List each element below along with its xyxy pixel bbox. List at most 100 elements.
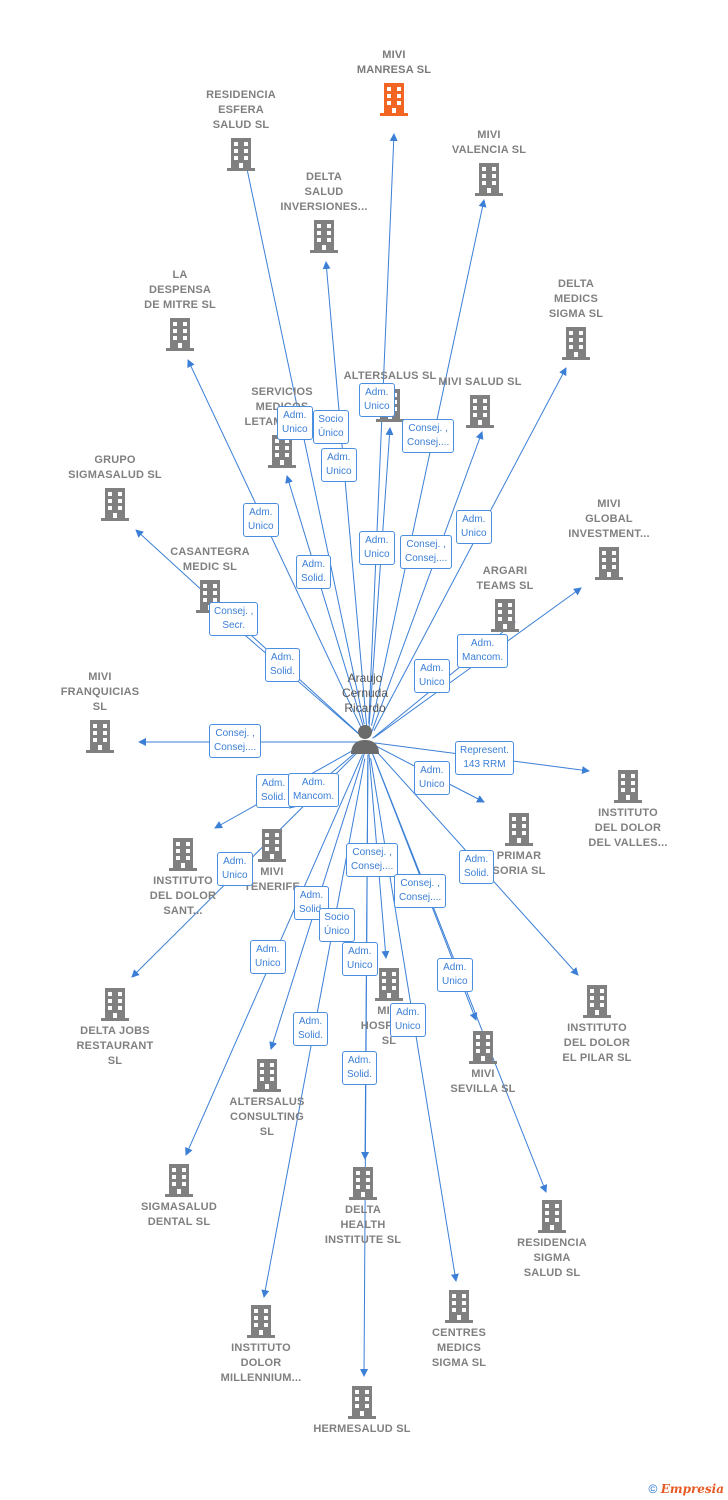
building-icon — [538, 1200, 566, 1233]
company-node-primar-soria[interactable]: PRIMAR SORIA SL — [454, 811, 584, 879]
company-node-instituto-pilar[interactable]: INSTITUTO DEL DOLOR EL PILAR SL — [532, 983, 662, 1066]
relation-label[interactable]: Consej. , Consej.... — [346, 843, 399, 877]
relation-label[interactable]: Adm. Solid. — [296, 555, 332, 589]
edge-line-3 — [370, 199, 487, 726]
edge-line-5 — [187, 359, 364, 731]
relation-label[interactable]: Socio Único — [313, 410, 349, 444]
building-icon — [562, 327, 590, 360]
company-label: INSTITUTO DEL DOLOR EL PILAR SL — [562, 1022, 632, 1064]
company-node-instituto-valles[interactable]: INSTITUTO DEL DOLOR DEL VALLES... — [563, 768, 693, 851]
edge-line-7 — [368, 427, 394, 733]
relation-label[interactable]: Adm. Solid. — [459, 850, 495, 884]
company-label: INSTITUTO DEL DOLOR SANT... — [149, 875, 217, 917]
company-node-mivi-franquicias[interactable]: MIVI FRANQUICIAS SL — [35, 670, 165, 754]
relation-label[interactable]: Adm. Mancom. — [288, 773, 340, 807]
company-label: RESIDENCIA ESFERA SALUD SL — [206, 89, 276, 131]
relation-label[interactable]: Adm. Solid. — [293, 1012, 329, 1046]
relation-label[interactable]: Represent. 143 RRM — [455, 741, 514, 775]
building-icon — [86, 720, 114, 753]
building-icon — [469, 1031, 497, 1064]
relation-label[interactable]: Adm. Unico — [277, 406, 313, 440]
company-label: MIVI VALENCIA SL — [451, 129, 527, 156]
company-label: PRIMAR SORIA SL — [492, 850, 546, 877]
company-label: LA DESPENSA DE MITRE SL — [144, 269, 216, 311]
company-node-delta-medics[interactable]: DELTA MEDICS SIGMA SL — [511, 277, 641, 361]
relation-label[interactable]: Socio Único — [319, 908, 355, 942]
edge-line-9 — [285, 475, 367, 735]
relation-label[interactable]: Consej. , Consej.... — [394, 874, 447, 908]
company-node-grupo-sigmasalud[interactable]: GRUPO SIGMASALUD SL — [50, 453, 180, 522]
company-label: MIVI FRANQUICIAS SL — [60, 671, 140, 713]
company-label: ALTERSALUS SL — [343, 370, 437, 382]
relation-label[interactable]: Adm. Unico — [217, 852, 253, 886]
footer-credit: © Empresia — [649, 1482, 724, 1496]
person-node-center[interactable]: Araujo Cernuda Ricardo — [315, 671, 415, 754]
building-icon — [475, 163, 503, 196]
company-node-mivi-manresa[interactable]: MIVI MANRESA SL — [329, 48, 459, 117]
relation-label[interactable]: Consej. , Consej.... — [402, 419, 455, 453]
company-node-residencia-sigma[interactable]: RESIDENCIA SIGMA SALUD SL — [487, 1198, 617, 1281]
person-label: Araujo Cernuda Ricardo — [341, 671, 389, 715]
relation-label[interactable]: Adm. Mancom. — [457, 634, 509, 668]
company-node-delta-salud[interactable]: DELTA SALUD INVERSIONES... — [259, 170, 389, 254]
building-icon — [583, 985, 611, 1018]
company-label: CENTRES MEDICS SIGMA SL — [431, 1327, 487, 1369]
relation-label[interactable]: Consej. , Consej.... — [209, 724, 262, 758]
building-icon — [614, 770, 642, 803]
company-node-mivi-valencia[interactable]: MIVI VALENCIA SL — [424, 128, 554, 197]
company-node-la-despensa[interactable]: LA DESPENSA DE MITRE SL — [115, 268, 245, 352]
company-node-hermesalud[interactable]: HERMESALUD SL — [297, 1384, 427, 1437]
company-label: SIGMASALUD DENTAL SL — [141, 1201, 217, 1228]
building-icon — [491, 599, 519, 632]
relation-label[interactable]: Adm. Unico — [437, 958, 473, 992]
company-label: INSTITUTO DOLOR MILLENNIUM... — [220, 1342, 302, 1384]
company-node-instituto-sant[interactable]: INSTITUTO DEL DOLOR SANT... — [118, 836, 248, 919]
company-node-residencia-esfera[interactable]: RESIDENCIA ESFERA SALUD SL — [176, 88, 306, 172]
company-label: DELTA JOBS RESTAURANT SL — [76, 1025, 154, 1067]
relation-label[interactable]: Adm. Unico — [359, 383, 395, 417]
company-node-altersalus-consulting[interactable]: ALTERSALUS CONSULTING SL — [202, 1057, 332, 1140]
company-node-delta-health[interactable]: DELTA HEALTH INSTITUTE SL — [298, 1165, 428, 1248]
company-label: ARGARI TEAMS SL — [476, 565, 534, 592]
building-icon — [253, 1059, 281, 1092]
person-icon — [351, 725, 379, 754]
building-icon — [380, 83, 408, 116]
relation-label[interactable]: Adm. Unico — [390, 1003, 426, 1037]
relation-label[interactable]: Adm. Unico — [243, 503, 279, 537]
company-node-argari-teams[interactable]: ARGARI TEAMS SL — [440, 564, 570, 633]
company-node-mivi-global[interactable]: MIVI GLOBAL INVESTMENT... — [544, 497, 674, 581]
relation-label[interactable]: Adm. Solid. — [342, 1051, 378, 1085]
building-icon — [169, 838, 197, 871]
relation-label[interactable]: Adm. Solid. — [265, 648, 301, 682]
company-node-instituto-millennium[interactable]: INSTITUTO DOLOR MILLENNIUM... — [196, 1303, 326, 1386]
company-node-centres-medics[interactable]: CENTRES MEDICS SIGMA SL — [394, 1288, 524, 1371]
company-node-delta-jobs[interactable]: DELTA JOBS RESTAURANT SL — [50, 986, 180, 1069]
relation-label[interactable]: Adm. Unico — [456, 510, 492, 544]
relation-label[interactable]: Adm. Unico — [414, 659, 450, 693]
company-node-sigmasalud-dental[interactable]: SIGMASALUD DENTAL SL — [114, 1162, 244, 1230]
building-icon — [595, 547, 623, 580]
company-label: RESIDENCIA SIGMA SALUD SL — [517, 1237, 587, 1279]
relation-label[interactable]: Consej. , Consej.... — [400, 535, 453, 569]
relation-label[interactable]: Adm. Unico — [321, 448, 357, 482]
company-label: DELTA SALUD INVERSIONES... — [280, 171, 368, 213]
company-node-mivi-tenerife[interactable]: MIVI TENERIFE — [207, 827, 337, 895]
relation-label[interactable]: Adm. Unico — [342, 942, 378, 976]
company-node-mivi-salud[interactable]: MIVI SALUD SL — [415, 375, 545, 429]
building-icon — [227, 138, 255, 171]
relation-label[interactable]: Adm. Unico — [359, 531, 395, 565]
relation-label[interactable]: Adm. Unico — [414, 761, 450, 795]
relation-label[interactable]: Adm. Solid. — [256, 774, 292, 808]
edge-line-1 — [368, 133, 398, 724]
building-icon — [101, 488, 129, 521]
copyright-symbol: © — [648, 1482, 658, 1496]
relation-label[interactable]: Adm. Unico — [250, 940, 286, 974]
edge-line-4 — [322, 261, 368, 728]
building-icon — [101, 988, 129, 1021]
company-label: MIVI GLOBAL INVESTMENT... — [568, 498, 650, 540]
company-node-mivi-sevilla[interactable]: MIVI SEVILLA SL — [418, 1029, 548, 1097]
building-icon — [310, 220, 338, 253]
relation-label[interactable]: Consej. , Secr. — [209, 602, 259, 636]
company-label: DELTA MEDICS SIGMA SL — [548, 278, 604, 320]
company-label: MIVI SEVILLA SL — [450, 1068, 516, 1095]
